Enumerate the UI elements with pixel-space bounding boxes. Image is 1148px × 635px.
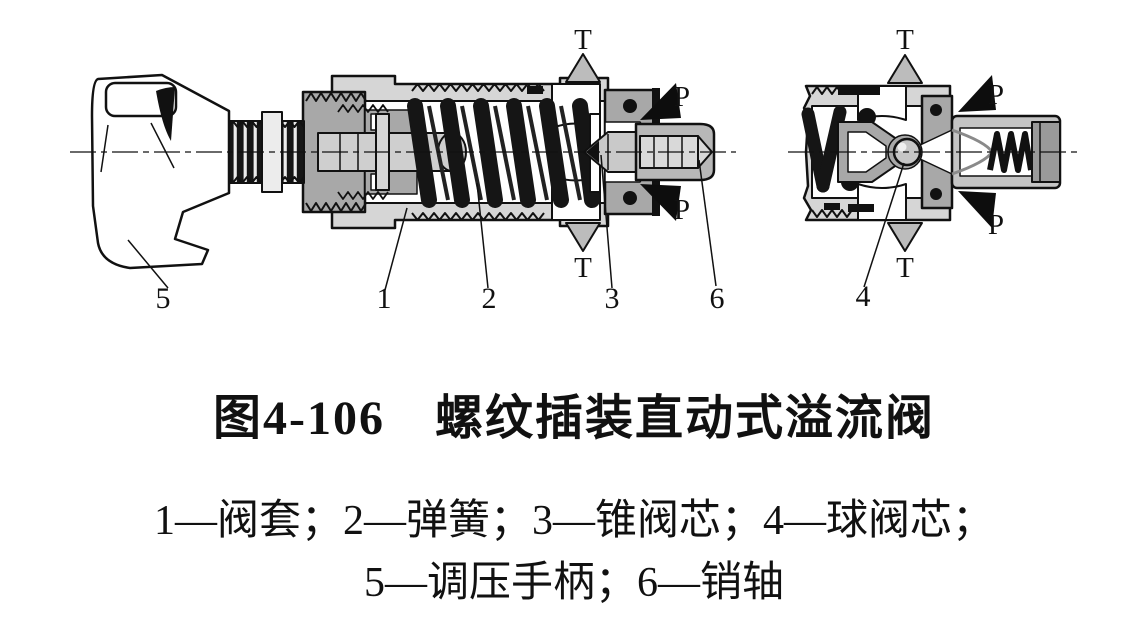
ball-highlight xyxy=(897,142,907,152)
body-bar-bottom2 xyxy=(848,204,874,212)
part-label-5: 5 xyxy=(156,282,171,315)
pressure-adjust-handle xyxy=(90,73,231,270)
part-label-3: 3 xyxy=(605,282,620,315)
body-thread-bottom-r xyxy=(811,209,853,218)
part-label-6: 6 xyxy=(710,282,725,315)
t-arrow-top xyxy=(565,53,601,83)
port-label-p-top: P xyxy=(674,81,690,113)
body-thread-top-r xyxy=(811,86,853,95)
seal-dot-top xyxy=(623,99,637,113)
p-arrow-bottom xyxy=(640,184,681,221)
port-label-p-bottom-r: P xyxy=(988,209,1004,241)
port-label-t-bottom-r: T xyxy=(896,252,914,284)
part-label-4: 4 xyxy=(856,280,871,313)
part-label-1: 1 xyxy=(377,282,392,315)
body-bar-top xyxy=(838,86,880,95)
cage-spring xyxy=(987,131,1034,173)
p-arrow-top-r xyxy=(958,75,996,112)
port-label-t-top: T xyxy=(574,24,592,56)
seal-dot-bottom xyxy=(623,191,637,205)
port-label-t-bottom: T xyxy=(574,252,592,284)
seat-dot-top-r xyxy=(930,104,942,116)
gland-thread-top xyxy=(337,104,389,113)
leader-2 xyxy=(476,182,489,289)
leader-5 xyxy=(127,239,169,289)
seat-dot-bottom-r xyxy=(930,188,942,200)
port-label-p-bottom: P xyxy=(674,194,690,226)
handle-groove-1 xyxy=(100,124,109,173)
locknut-thread-bottom xyxy=(305,202,367,212)
left-valve-diagram: T T P P 5 1 2 3 6 xyxy=(70,24,736,315)
sleeve-thread-top xyxy=(411,83,545,92)
p-arrow-bottom-r xyxy=(958,191,996,228)
valve-cross-section-diagrams: T T P P 5 1 2 3 6 xyxy=(70,24,1078,315)
body-bar-bottom1 xyxy=(824,203,840,210)
handle-outline xyxy=(90,73,231,270)
port-label-p-top-r: P xyxy=(988,79,1004,111)
leader-1 xyxy=(384,207,408,291)
handle-wedge-mark xyxy=(156,87,175,141)
figure-legend-line-1: 1—阀套；2—弹簧；3—锥阀芯；4—球阀芯； xyxy=(153,498,994,544)
p-arrow-top xyxy=(640,83,681,120)
figure-title: 图4-106 螺纹插装直动式溢流阀 xyxy=(213,392,935,445)
gland-thread-bottom xyxy=(337,191,389,200)
body-detail-notch xyxy=(527,86,543,94)
t-arrow-top-r xyxy=(887,54,923,84)
t-arrow-bottom-r xyxy=(887,222,923,252)
venturi-horn-top xyxy=(951,128,994,153)
t-port-channel-bottom-r xyxy=(857,183,907,221)
handle-groove-2 xyxy=(150,122,175,169)
leader-3 xyxy=(600,154,613,289)
leader-6 xyxy=(698,159,717,287)
leader-4 xyxy=(863,162,905,288)
port-label-t-top-r: T xyxy=(896,24,914,56)
t-arrow-bottom xyxy=(565,222,601,252)
part-label-2: 2 xyxy=(482,282,497,315)
sleeve-thread-bottom xyxy=(411,212,545,221)
locknut-thread-top xyxy=(305,92,367,102)
figure-legend-line-2: 5—调压手柄；6—销轴 xyxy=(363,560,784,606)
right-valve-diagram: T T P P 4 xyxy=(788,24,1078,313)
